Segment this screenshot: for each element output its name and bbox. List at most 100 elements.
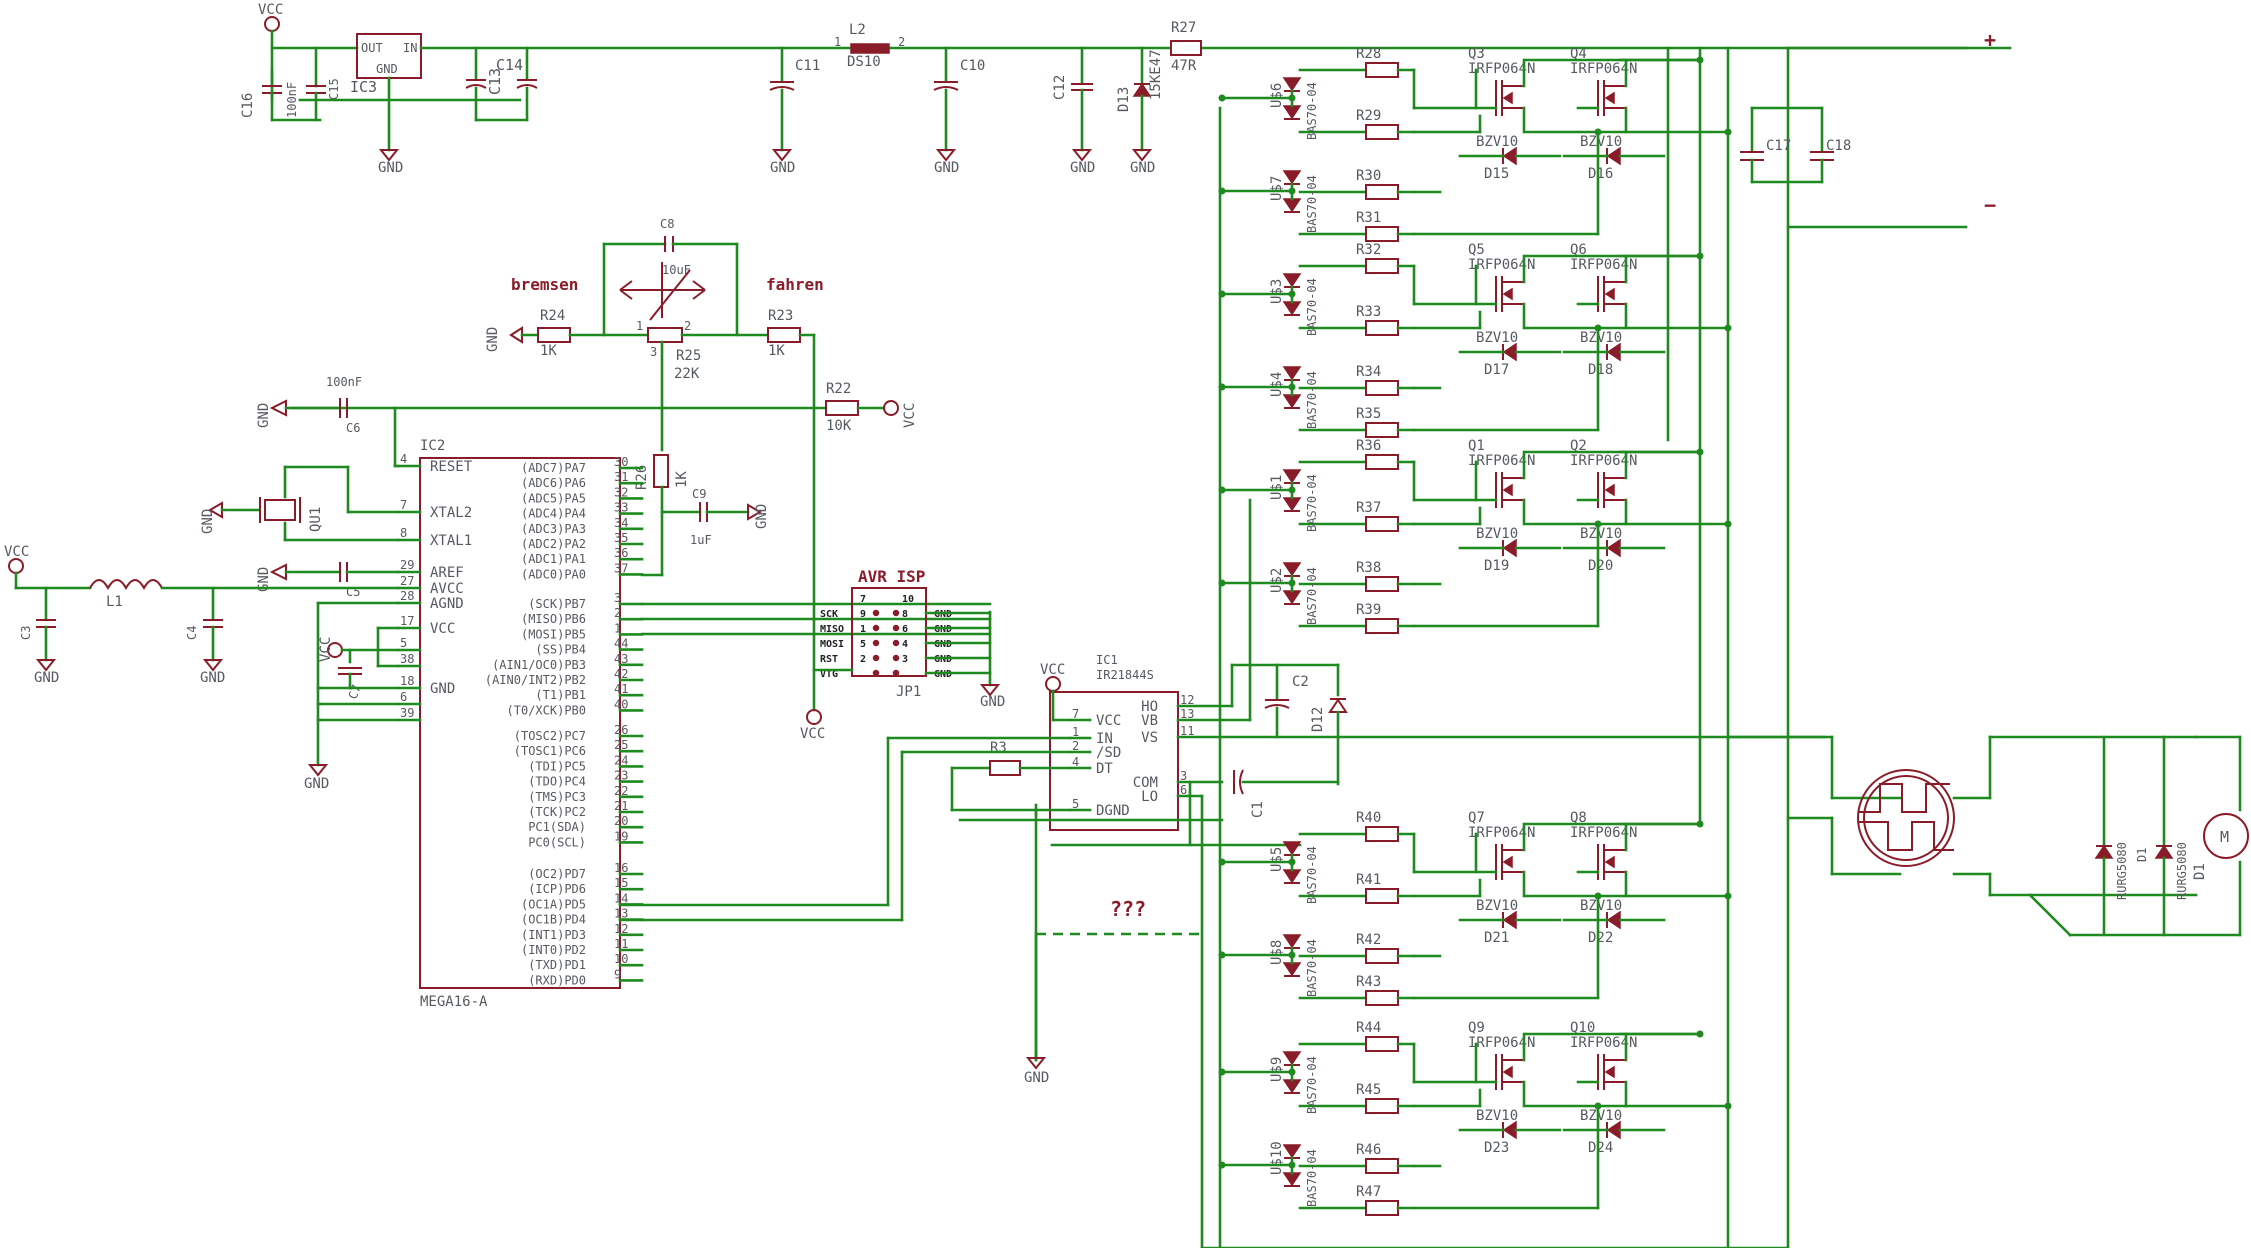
bas-diode-label: U$7 (1269, 176, 1285, 201)
resistor-label: R38 (1356, 560, 1381, 576)
zener-part: BZV10 (1476, 330, 1518, 346)
mosfet-part: IRFP064N (1468, 1035, 1535, 1051)
isp-pin-right: 10 (902, 594, 914, 605)
c13-label: C13 (486, 68, 504, 95)
isp-name: JP1 (896, 684, 921, 700)
gate-resistor (1365, 226, 1399, 242)
isp-signal-label: MOSI (820, 639, 844, 650)
driver-pin-num: 11 (1180, 724, 1194, 738)
mcu-pin-num: 44 (614, 637, 628, 651)
bas-diode-label: U$8 (1269, 940, 1285, 965)
supply-section: VCC OUT IN GND IC3 C16 100nF C15 C14 C13 (240, 2, 2012, 1248)
resistor-r24 (537, 327, 571, 343)
mosfet-label: Q7 (1468, 810, 1485, 826)
vcc-label-top: VCC (258, 2, 283, 18)
mcu-pin-name: (INT1)PD3 (521, 928, 586, 942)
mcu-pin-name: (MOSI)PB5 (521, 627, 586, 641)
resistor-label: R35 (1356, 406, 1381, 422)
c1-label: C1 (1250, 801, 1266, 818)
mosfet-label: Q8 (1570, 810, 1587, 826)
driver-pin-num: 13 (1180, 707, 1194, 721)
mosfet-label: Q3 (1468, 46, 1485, 62)
zener-label: D22 (1588, 930, 1613, 946)
minus-terminal: − (1984, 193, 1996, 217)
isp-pin-left: 2 (860, 654, 866, 665)
d13-label: D13 (1116, 87, 1132, 112)
mcu-pin-num: 20 (614, 814, 628, 828)
mcu-pin-name: (ADC3)PA3 (521, 522, 586, 536)
mcu-pin-name: VCC (430, 621, 455, 637)
zener-part: BZV10 (1476, 134, 1518, 150)
c9-label: C9 (692, 487, 706, 501)
zener-part: BZV10 (1580, 134, 1622, 150)
mcu-pin-num: 18 (400, 674, 414, 688)
r25-pin3: 3 (650, 345, 657, 359)
driver-pin-num: 12 (1180, 693, 1194, 707)
mosfet-part: IRFP064N (1468, 257, 1535, 273)
mosfet-part: IRFP064N (1468, 825, 1535, 841)
mcu-pin-num: 40 (614, 697, 628, 711)
mcu-pin-num: 19 (614, 829, 628, 843)
gate-resistor (1365, 888, 1399, 904)
zener-part: BZV10 (1580, 1108, 1622, 1124)
bas-diode-label: U$4 (1269, 372, 1285, 397)
gnd-c9: GND (754, 504, 770, 529)
mcu-pin-num: 43 (614, 652, 628, 666)
driver-pin-num: 5 (1072, 797, 1079, 811)
bas-diode-part: BAS70-04 (1305, 82, 1319, 140)
mcu-pin-name: (TOSC2)PC7 (514, 729, 586, 743)
mcu-pin-num: 14 (614, 891, 628, 905)
mcu-pin-num: 7 (400, 498, 407, 512)
inductor-l2 (850, 43, 890, 54)
gate-resistor (1365, 576, 1399, 592)
crystal-label: QU1 (308, 507, 324, 532)
vcc-l1: VCC (4, 544, 29, 560)
diode-left-part: RURG5080 (2115, 842, 2129, 900)
gnd-isp: GND (980, 694, 1005, 710)
mcu-pin-num: 12 (614, 922, 628, 936)
resistor-label: R47 (1356, 1184, 1381, 1200)
mcu-pin-name: (ADC2)PA2 (521, 537, 586, 551)
isp-pin-right: 4 (902, 639, 908, 650)
mcu-pin-num: 22 (614, 784, 628, 798)
driver-part: IR21844S (1096, 668, 1154, 682)
mcu-pin-name: (TDI)PC5 (528, 759, 586, 773)
gnd-r24: GND (485, 327, 501, 352)
resistor-r23 (767, 327, 801, 343)
c17-label: C17 (1766, 138, 1791, 154)
mcu-pin-name: (OC2)PD7 (528, 867, 586, 881)
bas-diode-label: U$10 (1269, 1141, 1285, 1175)
d13-value: 15KE47 (1148, 49, 1164, 100)
gate-resistor (1365, 516, 1399, 532)
gnd-d13: GND (1130, 160, 1155, 176)
c18-label: C18 (1826, 138, 1851, 154)
mcu-pin-num: 33 (614, 501, 628, 515)
gate-resistor (1365, 990, 1399, 1006)
gnd-driver: GND (1024, 1070, 1049, 1086)
c16-value: 100nF (285, 82, 299, 118)
mosfet-part: IRFP064N (1570, 257, 1637, 273)
mcu-pin-name: (SCK)PB7 (528, 597, 586, 611)
mcu-pin-num: 11 (614, 937, 628, 951)
mcu-pin-name: (AIN0/INT2)PB2 (485, 673, 586, 687)
resistor-r27 (1170, 40, 1202, 56)
mosfet-part: IRFP064N (1570, 453, 1637, 469)
c15-label: C15 (327, 78, 341, 100)
mcu-pin-num: 15 (614, 876, 628, 890)
mcu-pin-num: 37 (614, 561, 628, 575)
mcu-pin-name: PC1(SDA) (528, 820, 586, 834)
resistor-label: R45 (1356, 1082, 1381, 1098)
mcu-pin-num: 30 (614, 455, 628, 469)
mcu-pin-name: (ADC0)PA0 (521, 567, 586, 581)
mcu-pin-name: (TMS)PC3 (528, 790, 586, 804)
gate-resistor (1365, 1036, 1399, 1052)
l2-label: L2 (849, 22, 866, 38)
mcu-pin-num: 32 (614, 485, 628, 499)
resistor-label: R40 (1356, 810, 1381, 826)
zener-part: BZV10 (1580, 526, 1622, 542)
